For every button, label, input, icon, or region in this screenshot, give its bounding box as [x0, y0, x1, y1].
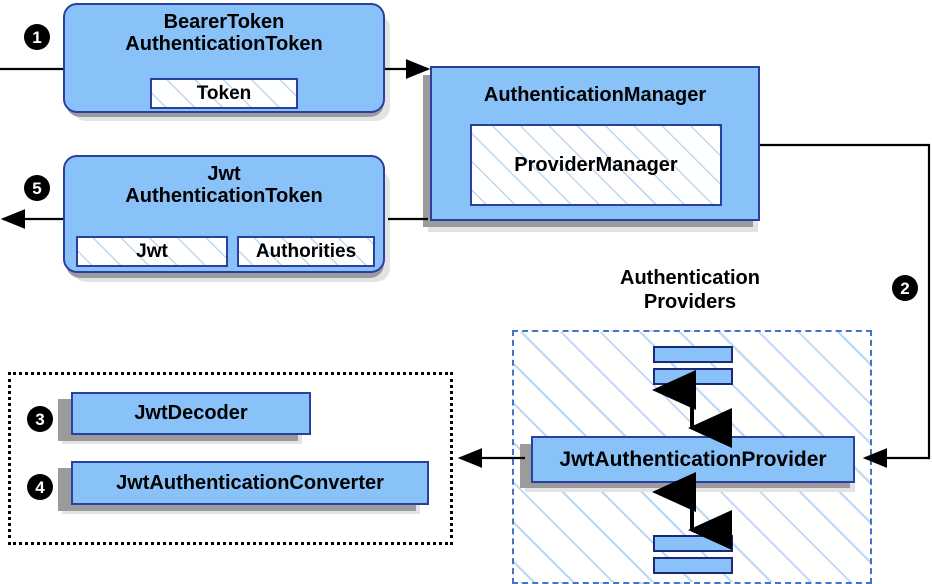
marker-step-1: 1 — [24, 24, 50, 50]
provider-bar-top-2 — [653, 368, 733, 385]
inner-box-token[interactable]: Token — [150, 78, 298, 109]
jwt-provider-label: JwtAuthenticationProvider — [559, 447, 827, 471]
inner-box-jwt-label: Jwt — [136, 240, 168, 262]
authentication-manager-label: AuthenticationManager — [483, 84, 707, 106]
inner-box-token-label: Token — [196, 82, 252, 104]
inner-box-provider-manager-label: ProviderManager — [514, 153, 678, 176]
marker-step-5-number: 5 — [32, 178, 42, 198]
node-jwt-decoder[interactable]: JwtDecoder — [71, 392, 311, 435]
inner-box-authorities-label: Authorities — [255, 240, 357, 262]
inner-box-provider-manager[interactable]: ProviderManager — [470, 124, 722, 206]
node-jwt-authentication-converter[interactable]: JwtAuthenticationConverter — [71, 461, 429, 505]
marker-step-1-number: 1 — [32, 27, 42, 47]
marker-step-2-number: 2 — [900, 278, 910, 298]
marker-step-3-number: 3 — [35, 409, 45, 429]
bearer-token-label-line2: AuthenticationToken — [125, 33, 323, 56]
marker-step-3: 3 — [27, 406, 53, 432]
inner-box-authorities[interactable]: Authorities — [237, 236, 375, 267]
jwt-token-label-line2: AuthenticationToken — [125, 185, 323, 208]
provider-bar-top-1 — [653, 346, 733, 363]
marker-step-4: 4 — [27, 474, 53, 500]
inner-box-jwt[interactable]: Jwt — [76, 236, 228, 267]
jwt-token-label-line1: Jwt — [207, 163, 241, 185]
authentication-providers-caption: Authentication Providers — [515, 267, 865, 314]
marker-step-4-number: 4 — [35, 477, 45, 497]
marker-step-5: 5 — [24, 175, 50, 201]
providers-caption-line2: Providers — [643, 290, 737, 313]
marker-step-2: 2 — [892, 275, 918, 301]
node-jwt-authentication-provider[interactable]: JwtAuthenticationProvider — [531, 436, 855, 483]
jwt-decoder-label: JwtDecoder — [134, 402, 248, 425]
bearer-token-label-line1: BearerToken — [163, 11, 285, 33]
jwt-converter-label: JwtAuthenticationConverter — [116, 471, 384, 494]
provider-bar-bottom-1 — [653, 535, 733, 552]
provider-bar-bottom-2 — [653, 557, 733, 574]
providers-caption-line1: Authentication — [620, 267, 760, 289]
